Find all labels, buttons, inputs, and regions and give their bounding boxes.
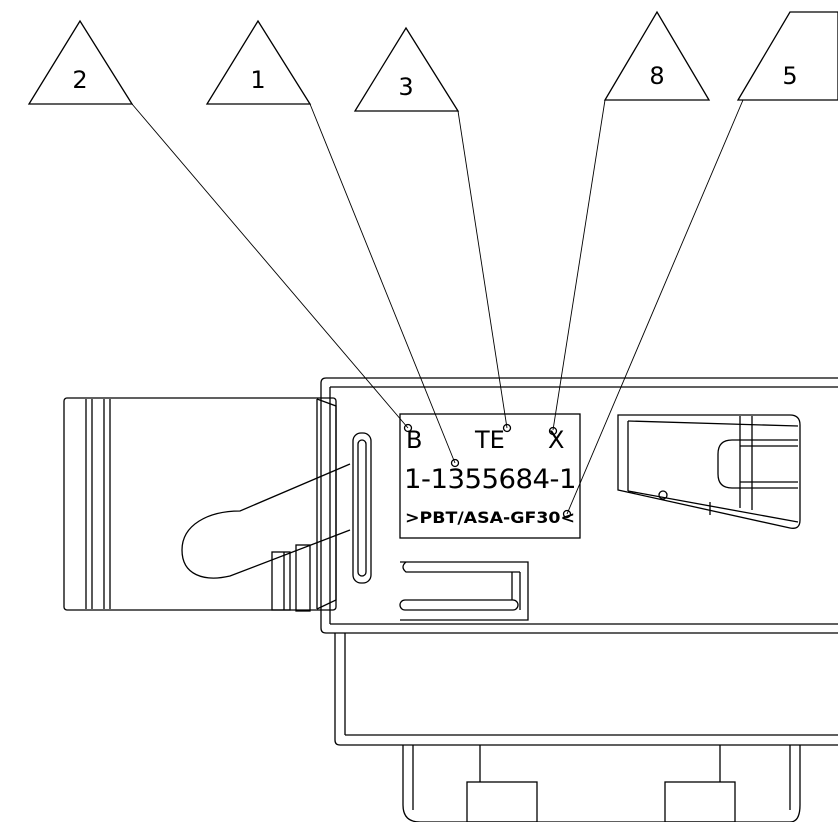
base-foot: [402, 745, 801, 822]
label-plate: B TE X 1-1355684-1 >PBT/ASA-GF30<: [399, 413, 581, 539]
callout-label-2: 2: [72, 66, 87, 94]
leader-line-2: [131, 103, 409, 429]
plate-material: >PBT/ASA-GF30<: [405, 508, 575, 527]
connector-cap: [63, 397, 337, 611]
callout-5: 5: [736, 11, 838, 101]
clip-window: [617, 414, 801, 529]
callout-2: 2: [27, 19, 134, 105]
bottom-body: [334, 633, 838, 746]
leader-line-1: [309, 103, 456, 464]
callout-3: 3: [353, 26, 460, 112]
callout-label-1: 1: [250, 66, 265, 94]
main-housing: [320, 377, 838, 634]
callout-label-3: 3: [398, 73, 413, 101]
latch-lever: [181, 463, 351, 612]
leader-line-5: [566, 99, 744, 515]
plate-mark: X: [548, 426, 564, 454]
plate-revision: B: [406, 426, 422, 454]
leader-line-3: [457, 110, 508, 429]
callout-label-5: 5: [782, 62, 797, 90]
callout-8: 8: [603, 10, 711, 101]
leader-lines: [131, 99, 744, 515]
plate-part-number: 1-1355684-1: [404, 464, 576, 495]
leader-line-8: [552, 99, 606, 431]
plate-brand: TE: [474, 426, 505, 454]
callout-label-8: 8: [649, 62, 664, 90]
callout-markers: 2 1 3 8 5: [27, 10, 838, 112]
callout-1: 1: [205, 19, 312, 105]
lower-latch: [399, 561, 529, 621]
